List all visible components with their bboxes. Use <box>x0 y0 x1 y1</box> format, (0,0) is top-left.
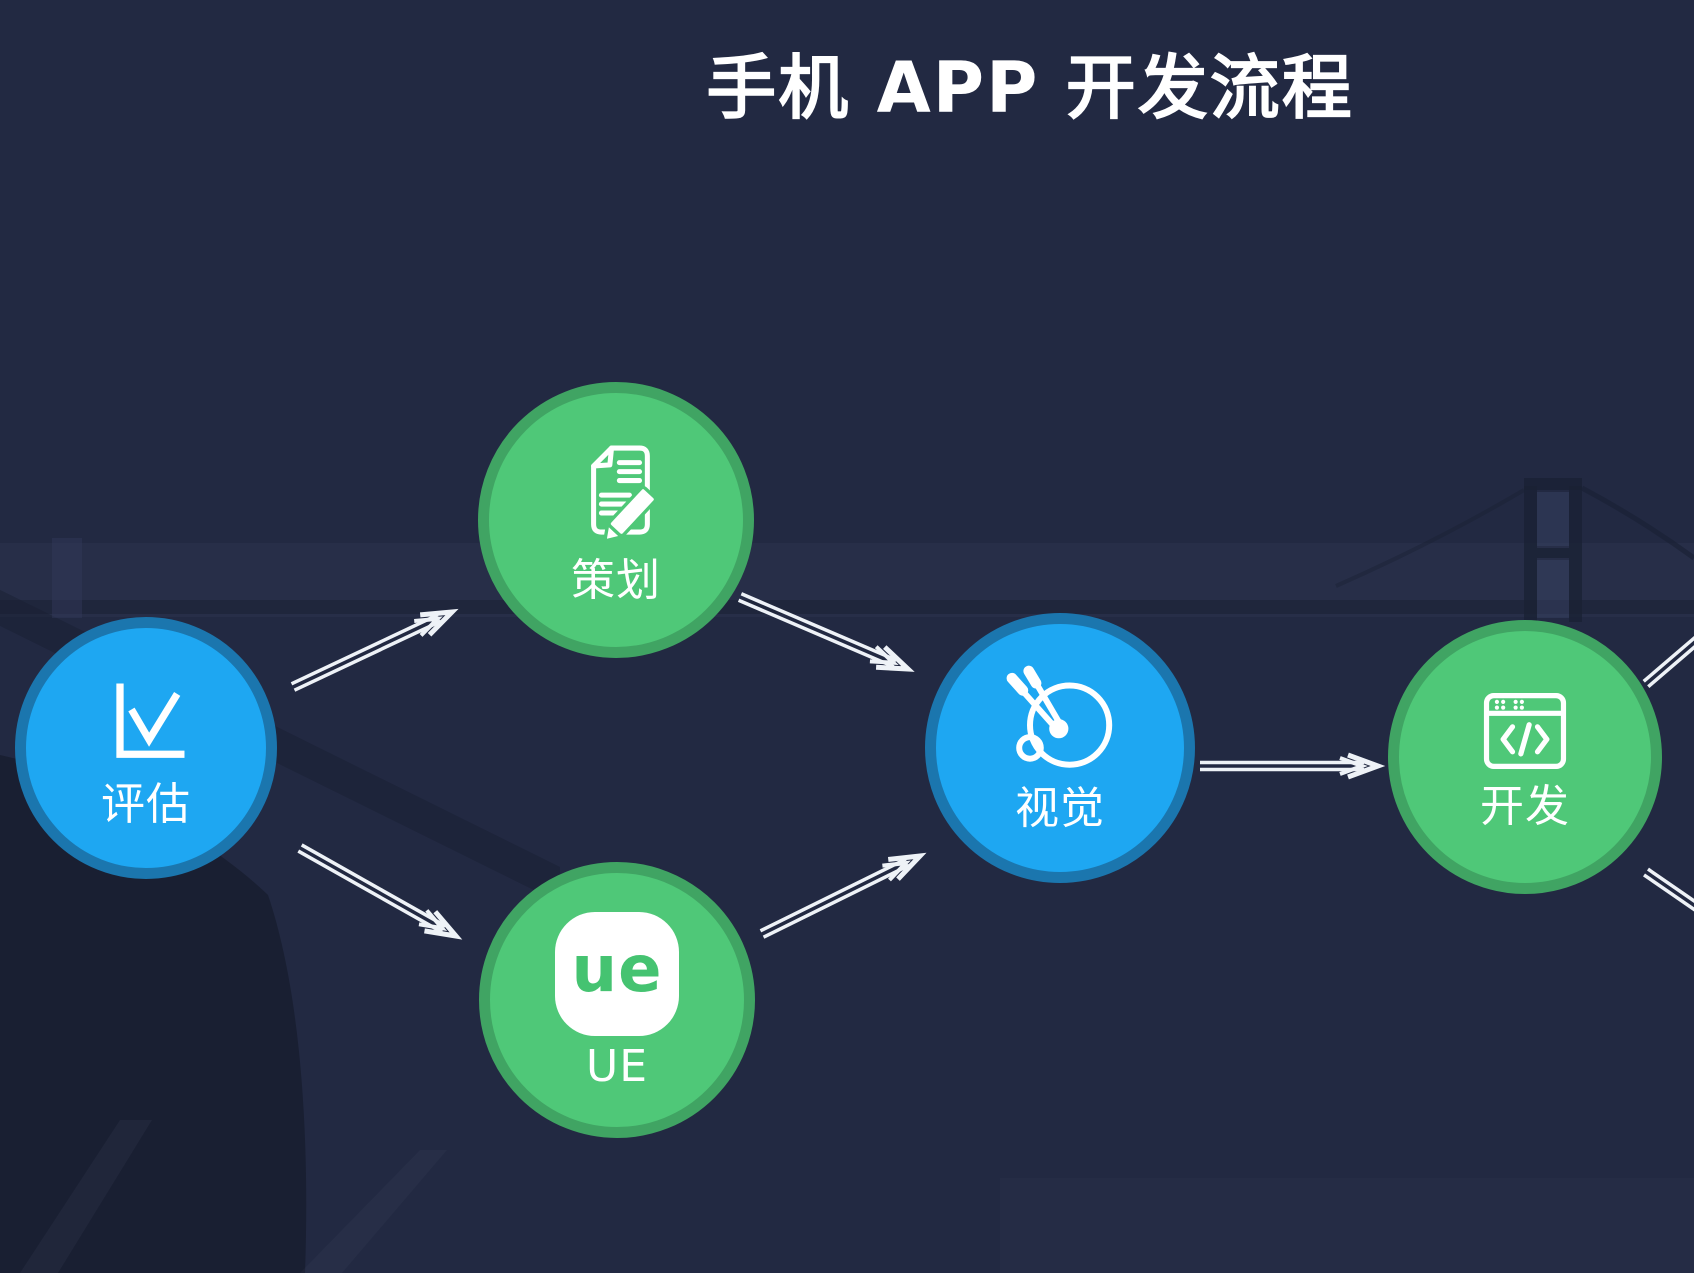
palette-brushes-icon <box>1006 665 1113 768</box>
node-cehua-label: 策划 <box>571 554 661 606</box>
arrow-shijue-to-kaifa <box>1200 752 1386 780</box>
arrow-pinggu-to-cehua <box>290 608 459 692</box>
node-ue: ue UE <box>479 862 755 1138</box>
node-pinggu-label: 评估 <box>101 778 191 830</box>
ue-logo-icon: ue <box>555 911 679 1036</box>
arrow-cehua-to-shijue <box>737 592 915 672</box>
arrow-pinggu-to-ue <box>297 843 463 940</box>
arrow-ue-to-shijue <box>759 852 927 939</box>
arrow-kaifa-offscreen-bottom <box>1643 867 1694 935</box>
node-shijue: 视觉 <box>925 613 1195 883</box>
node-cehua: 策划 <box>478 382 754 658</box>
arrow-kaifa-offscreen-top <box>1642 608 1694 688</box>
node-pinggu: 评估 <box>15 617 277 879</box>
ue-logo-text: ue <box>571 932 663 1007</box>
document-pencil-icon <box>591 445 658 543</box>
node-ue-label: UE <box>585 1040 648 1092</box>
page-title: 手机 APP 开发流程 <box>706 47 1354 129</box>
node-shijue-label: 视觉 <box>1015 783 1105 834</box>
node-kaifa: 开发 <box>1388 620 1662 894</box>
node-kaifa-label: 开发 <box>1480 780 1570 832</box>
code-window-icon <box>1483 692 1567 769</box>
line-chart-icon <box>116 683 185 758</box>
